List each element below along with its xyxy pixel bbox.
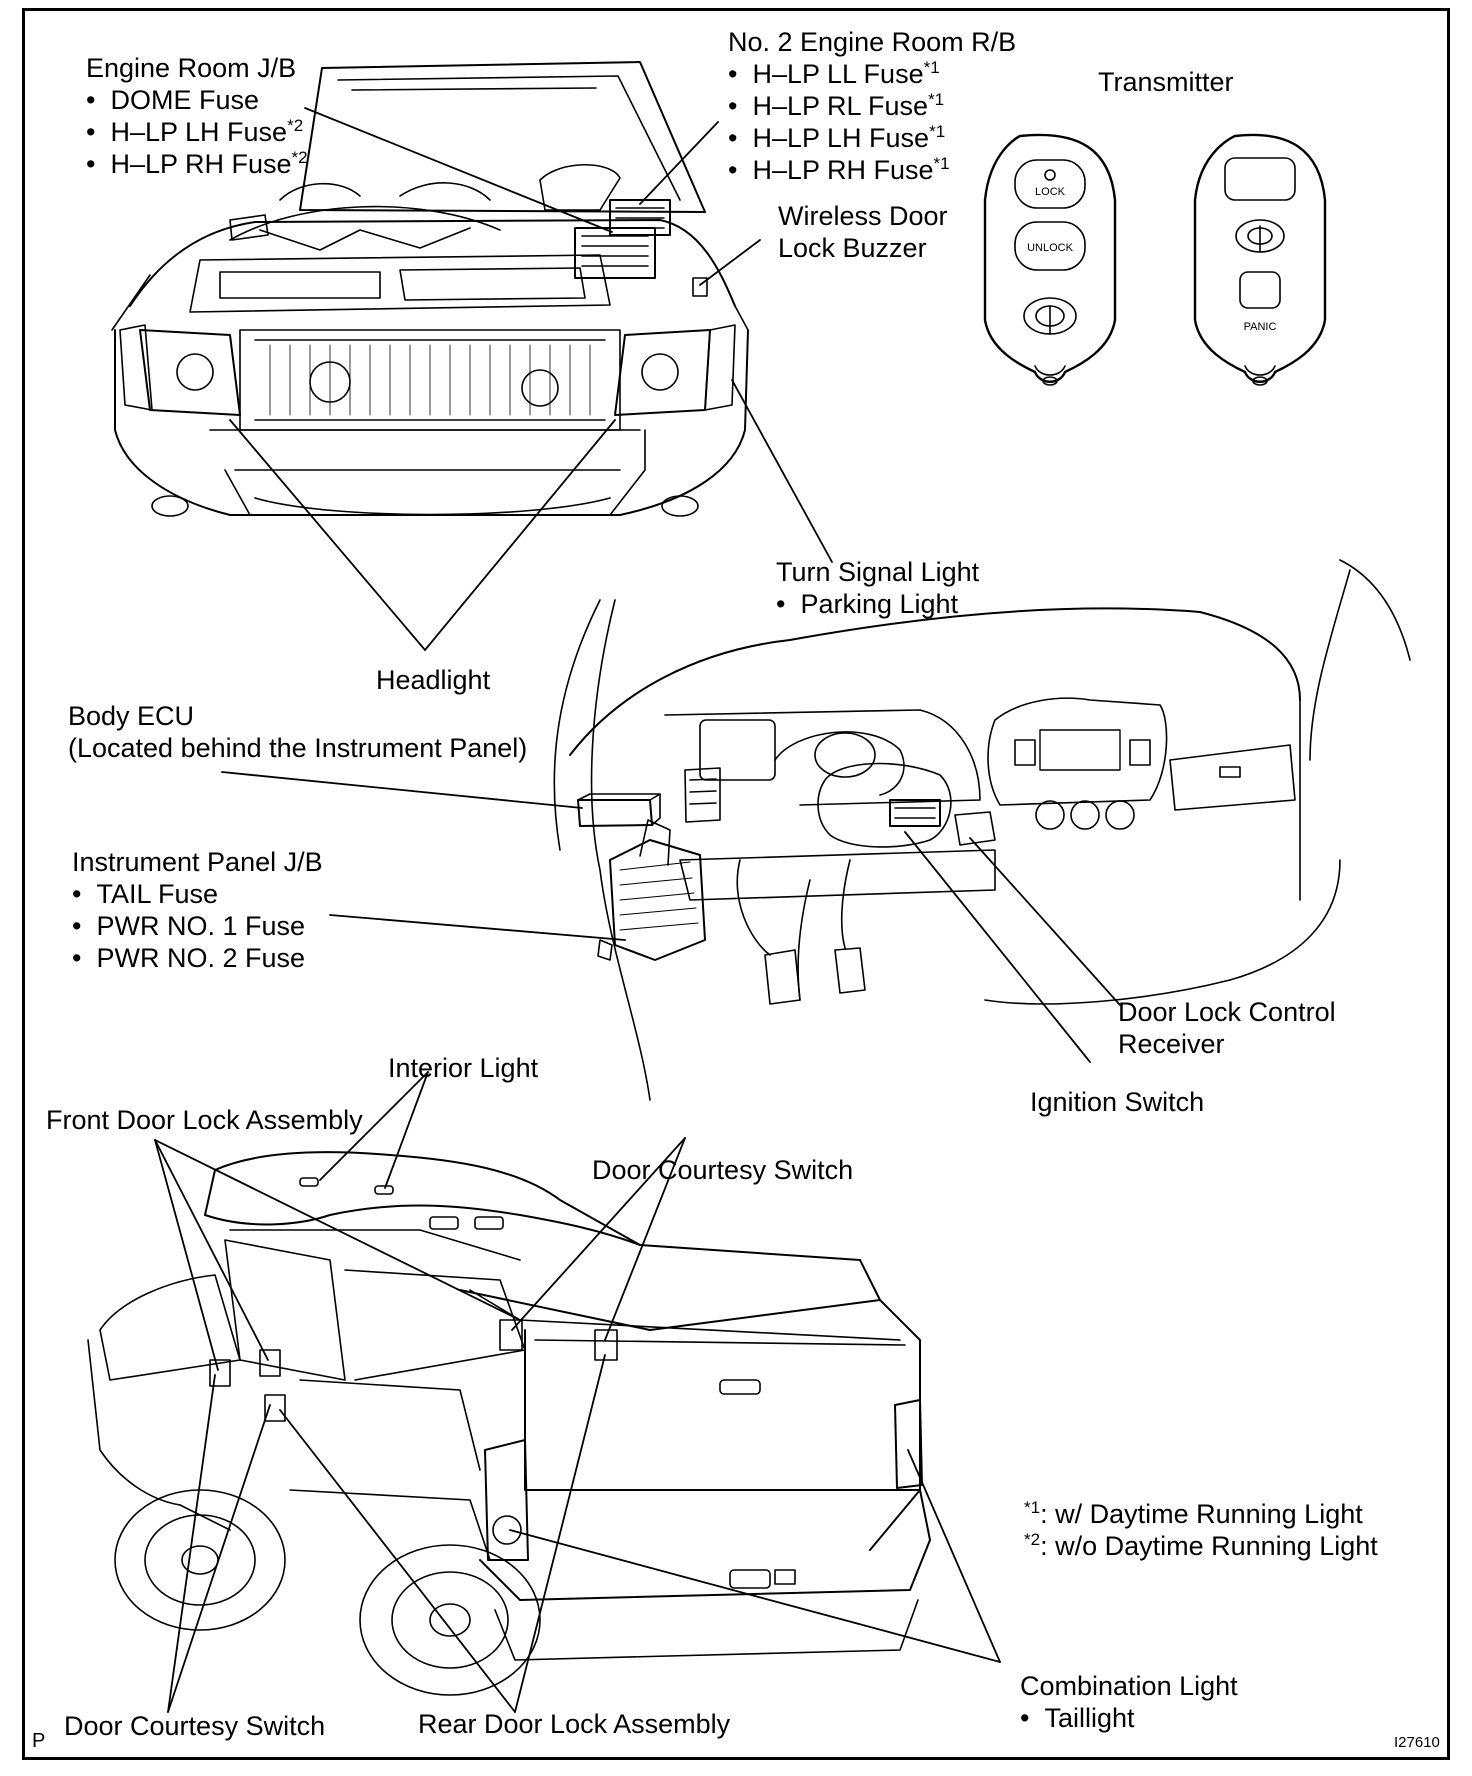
- combination-light-label: Combination Light Taillight: [1020, 1670, 1238, 1734]
- door-courtesy-switch-bottom-label: Door Courtesy Switch: [64, 1711, 326, 1741]
- no2-engine-room-rb-label: No. 2 Engine Room R/B H–LP LL Fuse*1 H–L…: [728, 26, 1016, 186]
- lock-button-label: LOCK: [1035, 186, 1066, 198]
- corner-p-mark: P: [32, 1730, 46, 1752]
- body-ecu-label: Body ECU (Located behind the Instrument …: [68, 701, 528, 763]
- headlight-label: Headlight: [376, 665, 491, 695]
- panic-button-label: PANIC: [1244, 321, 1277, 333]
- figure-id: I27610: [1394, 1734, 1440, 1751]
- transmitter-panic: PANIC: [1193, 133, 1327, 386]
- instrument-panel-jb-label: Instrument Panel J/B TAIL Fuse PWR NO. 1…: [72, 846, 323, 974]
- door-lock-control-receiver-label: Door Lock Control Receiver: [1118, 997, 1336, 1059]
- unlock-button-label: UNLOCK: [1027, 242, 1074, 254]
- door-courtesy-switch-top-label: Door Courtesy Switch: [592, 1155, 854, 1185]
- ignition-switch-label: Ignition Switch: [1030, 1087, 1205, 1117]
- dashboard-drawing: [553, 559, 1411, 1101]
- pickup-truck-drawing: [87, 1151, 931, 1696]
- leader-lines: [154, 107, 1121, 1713]
- footnote-1-mark: *1: [1024, 1498, 1041, 1517]
- engine-room-jb-label: Engine Room J/B DOME Fuse H–LP LH Fuse*2…: [86, 52, 308, 180]
- diagram-frame: [22, 8, 1450, 1760]
- rear-door-lock-assembly-label: Rear Door Lock Assembly: [418, 1709, 731, 1739]
- footnotes: *1: w/ Daytime Running Light *2: w/o Day…: [1024, 1498, 1378, 1561]
- interior-light-label: Interior Light: [388, 1053, 539, 1083]
- front-door-lock-assembly-label: Front Door Lock Assembly: [46, 1105, 363, 1135]
- wireless-door-lock-buzzer-label: Wireless Door Lock Buzzer: [778, 201, 948, 263]
- turn-signal-light-label: Turn Signal Light Parking Light: [776, 556, 979, 620]
- transmitter-label: Transmitter: [1098, 67, 1234, 97]
- engine-bay-drawing: [111, 61, 749, 517]
- footnote-2-mark: *2: [1024, 1530, 1041, 1549]
- transmitter-lock-unlock: LOCK UNLOCK: [983, 133, 1117, 386]
